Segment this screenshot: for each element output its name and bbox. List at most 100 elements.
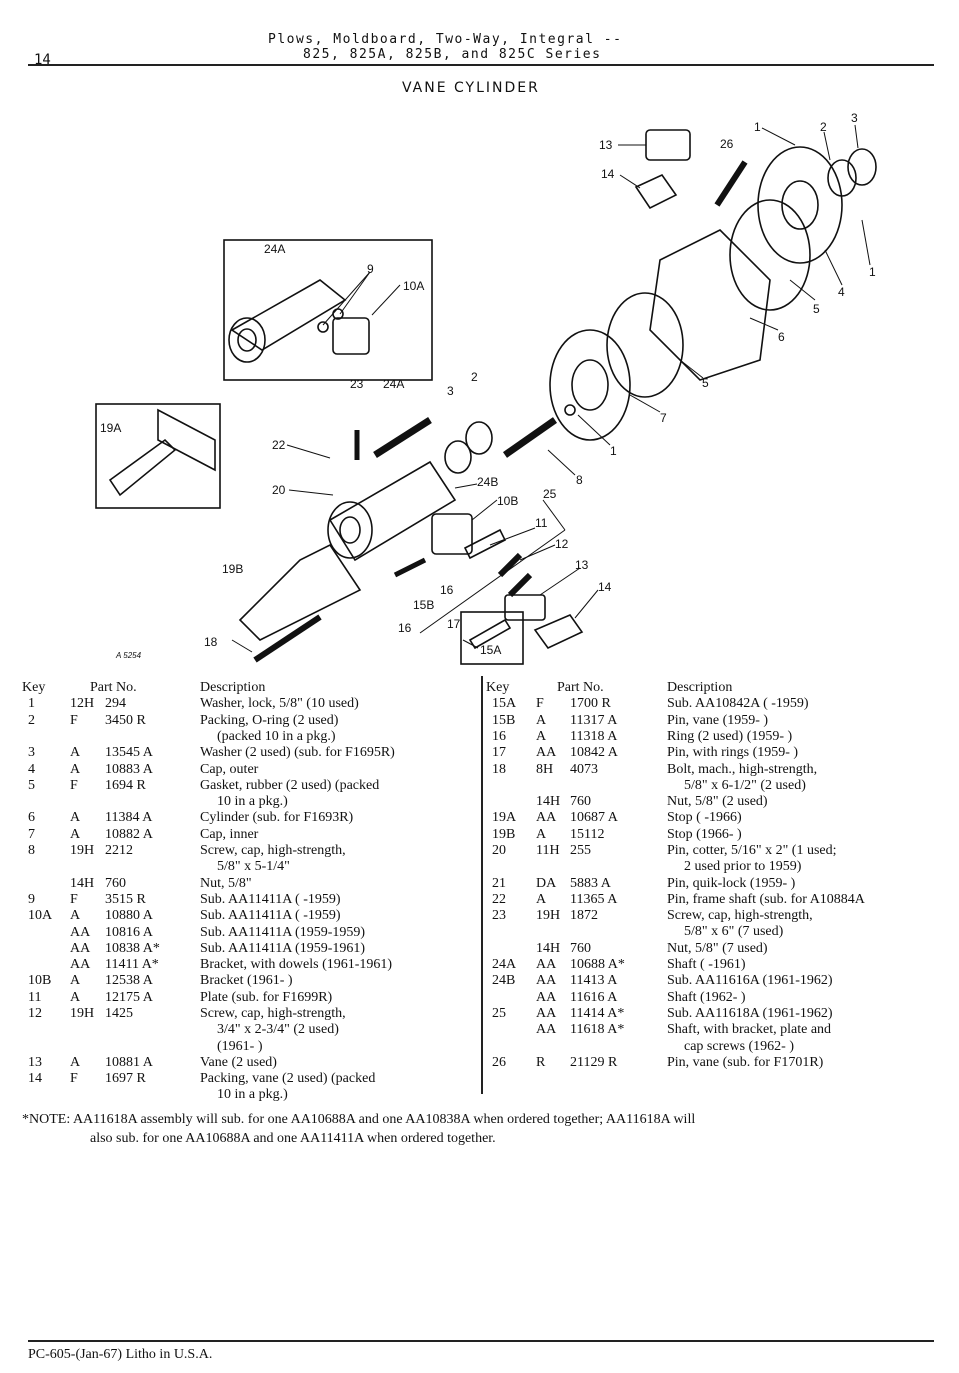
cell-key: 9 <box>28 891 35 907</box>
vane-13-drawing <box>645 129 691 161</box>
cell-num: 15112 <box>570 826 605 842</box>
cell-pre: 19H <box>70 843 95 858</box>
cell-num: 760 <box>570 794 591 810</box>
cell-description: Sub. AA11411A ( -1959) <box>200 891 341 907</box>
cell-pre: 14H <box>536 794 561 810</box>
inset-box-15a <box>460 611 524 665</box>
cell-description: (packed 10 in a pkg.) <box>217 728 336 744</box>
cell-description: Pin, quik-lock (1959- ) <box>667 875 796 891</box>
cell-num: 1872 <box>570 908 598 924</box>
cell-num: 10838 A* <box>105 940 160 956</box>
cell-num: 1694 R <box>105 777 146 793</box>
cell-num: 760 <box>570 940 591 956</box>
cell-pre: A <box>536 826 547 842</box>
cell-num: 11413 A <box>570 973 618 989</box>
cell-key: 23 <box>492 908 506 924</box>
title-line-2: 825, 825A, 825B, and 825C Series <box>303 47 602 62</box>
cell-key: 19B <box>492 826 516 842</box>
label-22: 23 <box>350 377 364 391</box>
cell-description: Nut, 5/8" <box>200 875 252 891</box>
cell-key: 22 <box>492 891 506 907</box>
cell-pre: 14H <box>70 875 95 891</box>
cell-key: 15A <box>492 696 517 712</box>
cell-num: 10882 A <box>105 826 153 842</box>
label-21: 22 <box>272 438 286 452</box>
footnote: *NOTE: AA11618A assembly will sub. for o… <box>22 1110 942 1148</box>
cell-description: 10 in a pkg.) <box>217 794 288 810</box>
cell-description: 2 used prior to 1959) <box>684 859 802 875</box>
cell-description: Washer (2 used) (sub. for F1695R) <box>200 745 395 761</box>
cell-key: 17 <box>492 745 506 761</box>
cell-key: 14 <box>28 1071 42 1087</box>
cell-pre: 11H <box>536 843 560 858</box>
cell-description: Sub. AA11411A (1959-1959) <box>200 924 366 940</box>
cell-num: 11317 A <box>570 712 618 728</box>
cell-pre: A <box>70 826 81 842</box>
label-13b: 13 <box>575 558 589 572</box>
label-14b: 14 <box>598 580 612 594</box>
cell-pre: A <box>70 761 81 777</box>
cell-num: 10883 A <box>105 761 153 777</box>
cell-description: Plate (sub. for F1699R) <box>200 989 333 1005</box>
cell-num: 11616 A <box>570 989 618 1005</box>
cell-description: Bracket (1961- ) <box>200 973 293 989</box>
label-17: 17 <box>447 617 461 631</box>
cap-outer-4-drawing <box>757 146 843 264</box>
cap-inner-7-drawing <box>549 329 631 441</box>
shaft-24b-drawing <box>328 460 457 562</box>
cell-pre: 19H <box>536 908 561 924</box>
cell-pre: AA <box>536 745 557 761</box>
packing-14-drawing <box>634 173 678 210</box>
cell-pre: AA <box>536 957 557 973</box>
note-line-1: *NOTE: AA11618A assembly will sub. for o… <box>22 1112 696 1127</box>
cell-pre: R <box>536 1054 546 1070</box>
cell-pre: A <box>70 745 81 761</box>
cell-description: Shaft ( -1961) <box>667 957 746 973</box>
cell-description: Pin, cotter, 5/16" x 2" (1 used; <box>667 843 837 858</box>
cell-pre: 8H <box>536 761 554 777</box>
label-15b: 15B <box>413 598 434 612</box>
washer-3b-drawing <box>847 148 877 186</box>
label-1a: 1 <box>754 120 761 134</box>
cell-key: 18 <box>492 761 506 777</box>
label-6: 6 <box>778 330 785 344</box>
cell-pre: F <box>70 891 78 907</box>
cell-description: 5/8" x 5-1/4" <box>217 859 290 875</box>
label-4: 4 <box>838 285 845 299</box>
col-header-part-no: Part No. <box>90 680 137 695</box>
inset-box-24a <box>223 239 433 381</box>
shaft-24a-drawing <box>230 279 347 351</box>
cell-pre: AA <box>70 924 91 940</box>
label-12: 12 <box>555 537 569 551</box>
section-title: VANE CYLINDER <box>402 80 540 96</box>
label-19b: 19B <box>222 562 243 576</box>
cell-key: 24A <box>492 957 517 973</box>
label-8: 8 <box>576 473 583 487</box>
label-19a: 19A <box>100 421 121 435</box>
cell-num: 10881 A <box>105 1054 153 1070</box>
inset-box-19a <box>95 403 221 509</box>
cell-description: Washer, lock, 5/8" (10 used) <box>200 696 359 712</box>
washer-3-drawing <box>444 440 472 474</box>
cylinder-6-drawing <box>649 229 771 381</box>
cell-description: Cap, inner <box>200 826 259 842</box>
cell-num: 10816 A <box>105 924 153 940</box>
cell-description: Screw, cap, high-strength, <box>200 843 346 858</box>
cell-num: 255 <box>570 843 591 858</box>
cell-num: 4073 <box>570 761 598 777</box>
col-header-description: Description <box>667 680 733 695</box>
cell-num: 2212 <box>105 843 133 858</box>
cell-num: 1697 R <box>105 1071 146 1087</box>
label-23: 24A <box>383 377 404 391</box>
cell-pre: 12H <box>70 696 95 712</box>
cell-pre: AA <box>70 940 91 956</box>
cell-description: 10 in a pkg.) <box>217 1087 288 1103</box>
cell-key: 10A <box>28 908 53 924</box>
label-16a: 16 <box>440 583 454 597</box>
cell-key: 11 <box>28 989 42 1005</box>
cell-pre: AA <box>536 1022 557 1038</box>
column-divider <box>481 676 483 1094</box>
cell-description: Screw, cap, high-strength, <box>667 908 813 924</box>
cell-key: 1 <box>28 696 35 712</box>
cell-description: Sub. AA11616A (1961-1962) <box>667 973 833 989</box>
